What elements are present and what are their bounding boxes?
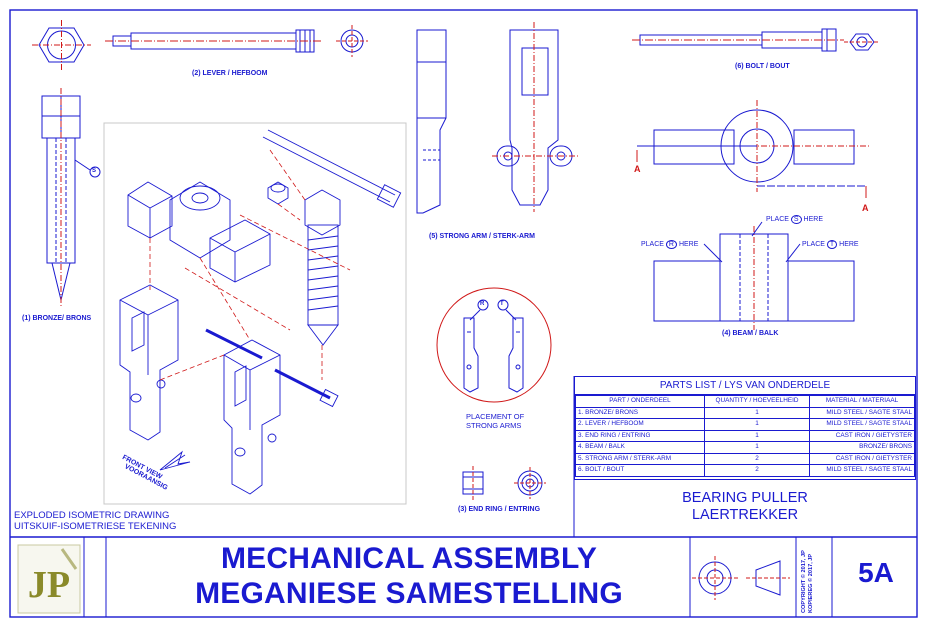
quantity-cell: 1 <box>704 406 810 419</box>
sheet-border <box>9 9 918 618</box>
marker-t-circle <box>497 299 509 311</box>
label-bolt: (6) BOLT / BOUT <box>735 63 790 70</box>
parts-list: PARTS LIST / LYS VAN ONDERDELE PART / ON… <box>574 376 916 480</box>
part-cell: 4. BEAM / BALK <box>575 441 705 454</box>
exploded-isometric-view <box>119 129 402 495</box>
projection-symbol <box>692 556 790 600</box>
label-exploded-1: EXPLODED ISOMETRIC DRAWING <box>14 510 170 521</box>
label-place-r: PLACE R HERE <box>641 240 699 249</box>
quantity-cell: 1 <box>704 429 810 442</box>
quantity-cell: 2 <box>704 464 810 477</box>
beam-section-view <box>653 221 855 330</box>
label-beam: (4) BEAM / BALK <box>722 330 779 337</box>
exploded-view-frame <box>103 122 407 505</box>
label-placement-2: STRONG ARMS <box>466 421 522 430</box>
bronze-hex-view <box>32 20 91 70</box>
assembly-name-af: LAERTREKKER <box>691 507 799 523</box>
title-english: MECHANICAL ASSEMBLY <box>220 542 598 575</box>
title-block: MECHANICAL ASSEMBLY MEGANIESE SAMESTELLI… <box>10 537 917 617</box>
label-placement-1: PLACEMENT OF <box>466 412 525 421</box>
quantity-cell: 1 <box>704 441 810 454</box>
header-material: MATERIAL / MATERIAAL <box>809 395 915 408</box>
lever-drawing <box>105 25 368 57</box>
bolt-drawing <box>632 28 880 52</box>
place-t-letter: T <box>826 240 838 249</box>
label-lever: (2) LEVER / HEFBOOM <box>192 70 268 77</box>
table-row: 1. BRONZE/ BRONS 1 MILD STEEL / SAGTE ST… <box>575 406 915 419</box>
marker-t: T <box>500 301 504 307</box>
strong-arm-drawing <box>416 22 578 214</box>
label-place-s: PLACE S HERE <box>766 215 823 224</box>
isometric-alignment-lines <box>149 149 351 381</box>
header-quantity: QUANTITY / HOEVEELHEID <box>704 395 810 408</box>
marker-s-circle <box>89 166 101 178</box>
parts-header-row: PART / ONDERDEEL QUANTITY / HOEVEELHEID … <box>575 395 915 408</box>
table-row: 5. STRONG ARM / STERK-ARM 2 CAST IRON / … <box>575 452 915 465</box>
svg-text:JP: JP <box>28 564 70 606</box>
marker-r: R <box>480 301 485 307</box>
label-bronze: (1) BRONZE/ BRONS <box>22 315 92 322</box>
material-cell: MILD STEEL / SAGTE STAAL <box>809 464 915 477</box>
table-row: 4. BEAM / BALK 1 BRONZE/ BRONS <box>575 441 915 454</box>
copyright-af: KOPIEREG © 2017, JP <box>807 554 814 613</box>
part-cell: 6. BOLT / BOUT <box>575 464 705 477</box>
copyright-notice: COPYRIGHT © 2017, JP KOPIEREG © 2017, JP <box>800 550 814 613</box>
beam-plan-view <box>636 100 870 198</box>
label-end-ring: (3) END RING / ENTRING <box>458 506 541 513</box>
bronze-elevation <box>41 88 101 308</box>
material-cell: MILD STEEL / SAGTE STAAL <box>809 418 915 431</box>
placement-detail <box>436 287 552 403</box>
part-cell: 1. BRONZE/ BRONS <box>575 406 705 419</box>
assembly-name-en: BEARING PULLER <box>682 490 808 506</box>
parts-list-title: PARTS LIST / LYS VAN ONDERDELE <box>575 377 915 395</box>
marker-r-circle <box>477 299 489 311</box>
quantity-cell: 1 <box>704 418 810 431</box>
sheet-number: 5A <box>858 557 894 588</box>
part-cell: 2. LEVER / HEFBOOM <box>575 418 705 431</box>
table-row: 2. LEVER / HEFBOOM 1 MILD STEEL / SAGTE … <box>575 418 915 431</box>
material-cell: MILD STEEL / SAGTE STAAL <box>809 406 915 419</box>
table-row: 3. END RING / ENTRING 1 CAST IRON / GIET… <box>575 429 915 442</box>
place-r-letter: R <box>665 240 677 249</box>
header-part: PART / ONDERDEEL <box>575 395 705 408</box>
label-place-t: PLACE T HERE <box>802 240 859 249</box>
part-cell: 5. STRONG ARM / STERK-ARM <box>575 452 705 465</box>
quantity-cell: 2 <box>704 452 810 465</box>
material-cell: CAST IRON / GIETYSTER <box>809 429 915 442</box>
title-afrikaans: MEGANIESE SAMESTELLING <box>195 577 623 610</box>
material-cell: BRONZE/ BRONS <box>809 441 915 454</box>
end-ring-drawing <box>462 466 546 500</box>
parts-table: PART / ONDERDEEL QUANTITY / HOEVEELHEID … <box>575 395 915 477</box>
page-title: MECHANICAL ASSEMBLY MEGANIESE SAMESTELLI… <box>106 541 712 611</box>
label-section-a-right: A <box>862 203 869 213</box>
place-s-letter: S <box>790 215 802 224</box>
label-exploded-2: UITSKUIF-ISOMETRIESE TEKENING <box>14 521 177 532</box>
label-section-a-left: A <box>634 164 641 174</box>
jp-logo: JP <box>17 544 81 614</box>
table-row: 6. BOLT / BOUT 2 MILD STEEL / SAGTE STAA… <box>575 464 915 477</box>
copyright-en: COPYRIGHT © 2017, JP <box>800 550 807 613</box>
assembly-name: BEARING PULLER LAERTREKKER <box>574 480 916 537</box>
marker-s: S <box>92 168 97 174</box>
label-strong-arm: (5) STRONG ARM / STERK-ARM <box>429 233 535 240</box>
material-cell: CAST IRON / GIETYSTER <box>809 452 915 465</box>
part-cell: 3. END RING / ENTRING <box>575 429 705 442</box>
